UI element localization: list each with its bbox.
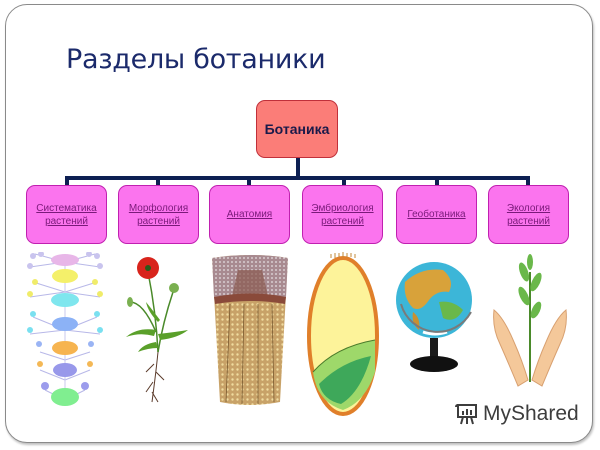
node-ecology[interactable]: Экология растений <box>488 185 569 244</box>
classification-scheme-image <box>27 252 103 406</box>
node-morphology[interactable]: Морфология растений <box>118 185 199 244</box>
hands-sprout-image <box>493 254 567 387</box>
link-morphology[interactable]: Морфология растений <box>128 202 189 227</box>
connector-branch-3 <box>247 176 251 186</box>
node-systematics[interactable]: Систематика растений <box>26 185 107 244</box>
connector-branch-6 <box>526 176 530 186</box>
slide-title: Разделы ботаники <box>66 44 326 75</box>
link-systematics[interactable]: Систематика растений <box>36 202 97 227</box>
root-node-botany: Ботаника <box>256 100 338 158</box>
connector-root-vertical <box>296 158 300 179</box>
link-ecology[interactable]: Экология растений <box>506 202 551 227</box>
connector-branch-4 <box>342 176 346 186</box>
node-geobotany[interactable]: Геоботаника <box>396 185 477 244</box>
link-geobotany[interactable]: Геоботаника <box>407 209 466 220</box>
link-embryology[interactable]: Эмбриология растений <box>311 202 374 227</box>
node-anatomy[interactable]: Анатомия <box>209 185 290 244</box>
stem-cross-section-image <box>212 255 288 405</box>
globe-image <box>396 262 472 372</box>
connector-branch-5 <box>435 176 439 186</box>
node-embryology[interactable]: Эмбриология растений <box>302 185 383 244</box>
seed-embryo-image <box>307 252 379 416</box>
connector-branch-1 <box>65 176 69 186</box>
root-node-label: Ботаника <box>264 121 330 137</box>
presentation-board-icon <box>455 404 477 425</box>
watermark: MyShared <box>455 402 579 426</box>
poppy-plant-image <box>126 257 188 403</box>
connector-horizontal <box>65 176 530 180</box>
connector-branch-2 <box>156 176 160 186</box>
link-anatomy[interactable]: Анатомия <box>226 209 273 220</box>
watermark-text: MyShared <box>483 402 579 425</box>
